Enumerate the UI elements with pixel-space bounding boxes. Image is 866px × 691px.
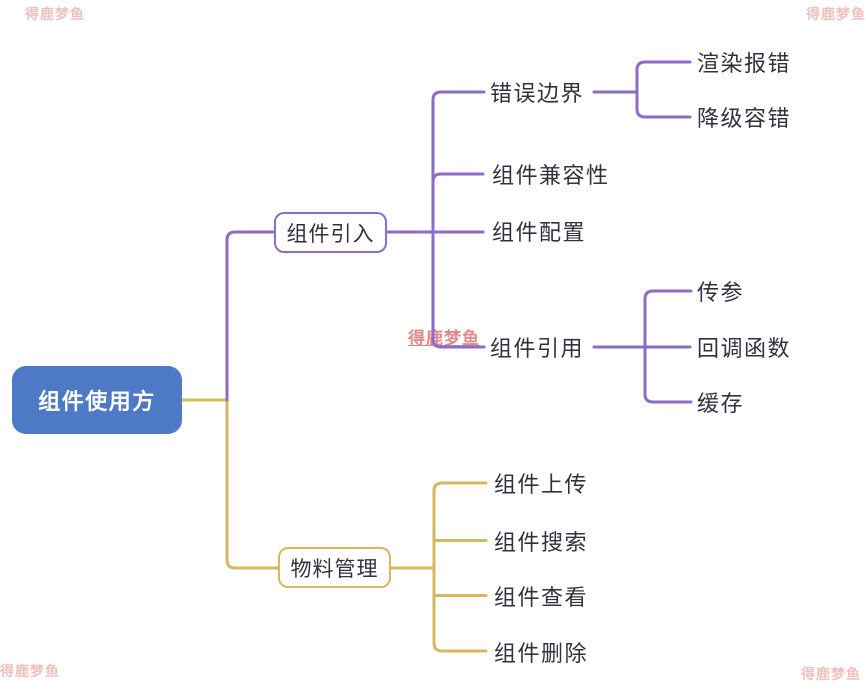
topic-cache[interactable]: 缓存 — [697, 391, 745, 416]
connector-reference-stub — [431, 230, 486, 349]
topic-component-delete[interactable]: 组件删除 — [494, 641, 589, 666]
watermark-top-right: 得鹿梦鱼 — [806, 6, 866, 22]
connector-import-trunk — [225, 230, 276, 402]
connector-material-bracket — [432, 481, 488, 653]
watermark-top-left: 得鹿梦鱼 — [25, 6, 85, 22]
watermark-bottom-right: 得鹿梦鱼 — [801, 666, 861, 682]
branch-node-label: 组件引入 — [286, 222, 375, 246]
topic-pass-params[interactable]: 传参 — [697, 280, 745, 305]
topic-error-boundary[interactable]: 错误边界 — [490, 81, 585, 106]
branch-node-material-management[interactable]: 物料管理 — [278, 547, 391, 588]
watermark-center: 得鹿梦鱼 — [408, 329, 480, 348]
branch-node-component-import[interactable]: 组件引入 — [274, 212, 387, 253]
topic-component-compatibility[interactable]: 组件兼容性 — [492, 163, 610, 188]
connector-compatibility-stub — [431, 172, 485, 184]
topic-component-view[interactable]: 组件查看 — [494, 585, 589, 610]
connector-reference-bracket — [643, 289, 693, 404]
topic-component-reference[interactable]: 组件引用 — [490, 336, 585, 361]
connector-material-trunk — [225, 398, 280, 570]
topic-callback-function[interactable]: 回调函数 — [697, 336, 792, 361]
connector-error-bracket — [635, 60, 692, 119]
topic-fallback-tolerance[interactable]: 降级容错 — [697, 106, 792, 131]
connector-error-boundary-stub — [431, 90, 486, 234]
topic-render-error[interactable]: 渲染报错 — [697, 51, 792, 76]
topic-component-search[interactable]: 组件搜索 — [494, 530, 589, 555]
topic-component-config[interactable]: 组件配置 — [492, 220, 587, 245]
root-node-label: 组件使用方 — [38, 389, 156, 414]
topic-component-upload[interactable]: 组件上传 — [494, 472, 589, 497]
watermark-bottom-left: 得鹿梦鱼 — [0, 663, 60, 679]
branch-node-label: 物料管理 — [290, 557, 379, 581]
root-node-component-consumer[interactable]: 组件使用方 — [12, 366, 182, 434]
